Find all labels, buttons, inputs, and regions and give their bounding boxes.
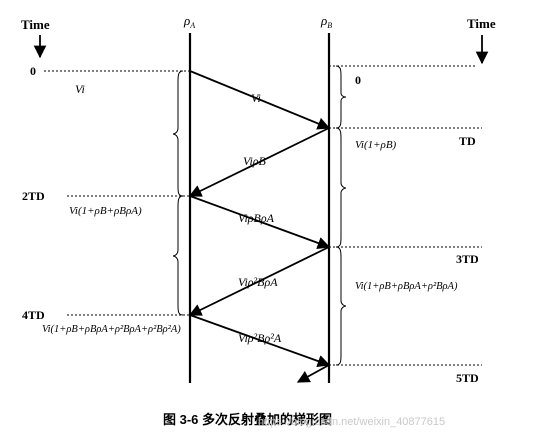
svg-text:ρA: ρA bbox=[183, 13, 195, 30]
wave-label-4: Viρ²BρA bbox=[238, 275, 278, 289]
tick-right-0: 0 bbox=[355, 73, 361, 87]
svg-text:ρB: ρB bbox=[320, 13, 332, 30]
voltage-label-3td: Vi(1+ρB+ρBρA+ρ²BρA) bbox=[355, 281, 458, 292]
tick-left-2td: 2TD bbox=[22, 189, 45, 203]
voltage-label-2td: Vi(1+ρB+ρBρA) bbox=[69, 205, 142, 217]
time-label-left: Time bbox=[21, 17, 50, 32]
watermark: https://blog.csdn.net/weixin_40877615 bbox=[258, 416, 445, 428]
wave-label-5: Viρ²Bρ²A bbox=[238, 331, 282, 345]
figure-caption: 图 3-6 多次反射叠加的梯形图 bbox=[163, 412, 332, 427]
rho-b-header: ρB bbox=[320, 13, 332, 30]
wave-1 bbox=[189, 70, 331, 130]
wave-label-3: ViρBρA bbox=[238, 211, 275, 225]
tick-right-td: TD bbox=[459, 134, 476, 148]
wave-5 bbox=[189, 314, 331, 368]
wave-6 bbox=[296, 364, 330, 383]
voltage-label-4td: Vi(1+ρB+ρBρA+ρ²BρA+ρ²Bρ²A) bbox=[42, 324, 181, 335]
braces bbox=[172, 65, 347, 366]
rho-a-header: ρA bbox=[183, 13, 195, 30]
wave-2 bbox=[188, 127, 330, 197]
time-label-right: Time bbox=[467, 16, 496, 31]
wave-3 bbox=[189, 195, 331, 250]
wave-4 bbox=[188, 246, 330, 316]
time-levels bbox=[44, 65, 482, 366]
voltage-label-0: Vi bbox=[75, 82, 85, 96]
tick-left-0: 0 bbox=[30, 64, 36, 78]
wave-label-1: Vi bbox=[251, 91, 261, 105]
tick-right-3td: 3TD bbox=[456, 252, 479, 266]
wave-arrows bbox=[188, 70, 331, 383]
voltage-label-td: Vi(1+ρB) bbox=[355, 139, 397, 151]
tick-right-5td: 5TD bbox=[456, 371, 479, 385]
tick-left-4td: 4TD bbox=[22, 308, 45, 322]
wave-label-2: ViρB bbox=[243, 154, 267, 168]
